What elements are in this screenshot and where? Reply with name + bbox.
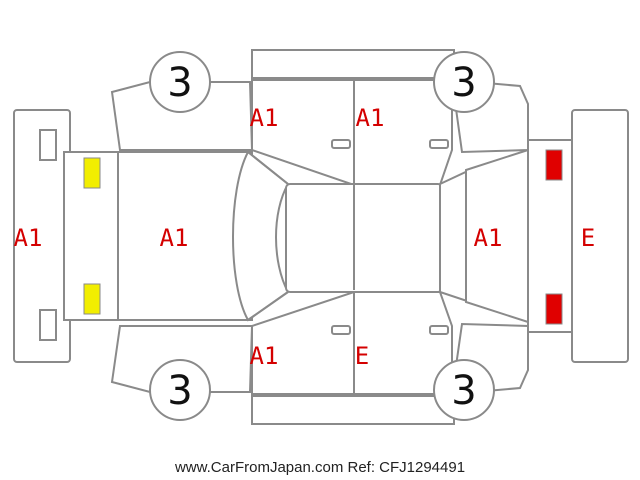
taillight-marker-bottom xyxy=(545,293,563,325)
damage-code-hood: A1 xyxy=(160,224,189,252)
damage-code-rear-bumper: E xyxy=(581,224,595,252)
tire-rear-left: 3 xyxy=(433,51,495,113)
tire-rear-right: 3 xyxy=(433,359,495,421)
damage-code-lower-rear-door: E xyxy=(355,342,369,370)
damage-code-front-bumper: A1 xyxy=(14,224,43,252)
damage-code-trunk: A1 xyxy=(474,224,503,252)
headlight-marker-bottom xyxy=(83,283,101,315)
car-body-top-view xyxy=(63,139,573,333)
tire-front-right-rating: 3 xyxy=(167,368,192,414)
damage-code-upper-rear-door: A1 xyxy=(356,104,385,132)
headlight-marker-top xyxy=(83,157,101,189)
lower-side-panel xyxy=(110,290,529,425)
tire-front-left: 3 xyxy=(149,51,211,113)
tire-front-left-rating: 3 xyxy=(167,60,192,106)
tire-front-right: 3 xyxy=(149,359,211,421)
upper-side-panel xyxy=(110,49,529,187)
tire-rear-left-rating: 3 xyxy=(451,60,476,106)
damage-code-lower-front-door: A1 xyxy=(250,342,279,370)
damage-code-upper-front-door: A1 xyxy=(250,104,279,132)
source-reference: www.CarFromJapan.com Ref: CFJ1294491 xyxy=(174,459,465,476)
taillight-marker-top xyxy=(545,149,563,181)
tire-rear-right-rating: 3 xyxy=(451,368,476,414)
